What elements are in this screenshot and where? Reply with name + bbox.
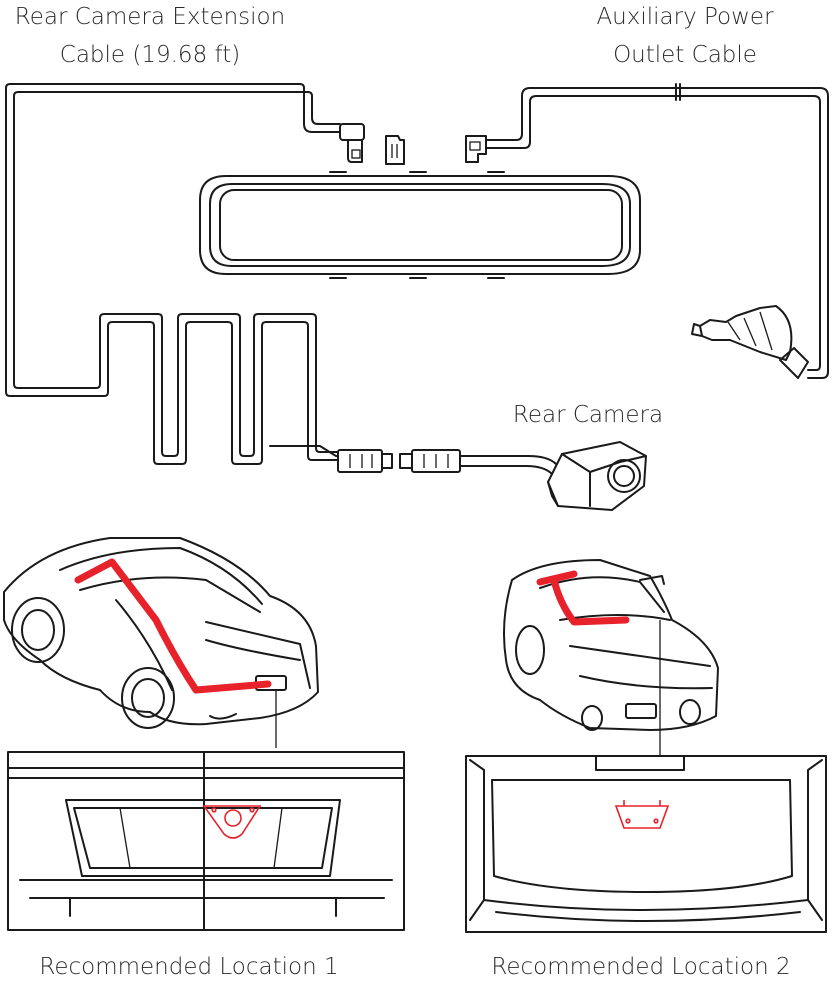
rear-camera-label: Rear Camera bbox=[498, 400, 678, 430]
location-1-detail bbox=[7, 751, 405, 931]
rear-camera-extension-cable bbox=[5, 83, 365, 465]
rear-camera-extension-cable-label: Rear Camera Extension Cable (19.68 ft) bbox=[0, 2, 300, 70]
car-illustration-left bbox=[3, 537, 319, 748]
label-line: Auxiliary Power bbox=[596, 4, 774, 30]
label-line: Recommended Location 1 bbox=[39, 954, 339, 980]
cable-connectors bbox=[269, 445, 557, 475]
car-illustration-right bbox=[503, 559, 719, 756]
auxiliary-power-outlet-cable-label: Auxiliary Power Outlet Cable bbox=[570, 2, 800, 70]
label-line: Cable (19.68 ft) bbox=[59, 42, 241, 68]
rear-camera bbox=[547, 441, 647, 511]
label-line: Rear Camera bbox=[512, 402, 664, 428]
micro-sd-card-icon bbox=[385, 135, 405, 165]
label-line: Rear Camera Extension bbox=[14, 4, 286, 30]
location-2-detail bbox=[465, 755, 827, 933]
rearview-mirror-dashcam bbox=[199, 171, 641, 279]
recommended-location-1-label: Recommended Location 1 bbox=[14, 952, 364, 982]
label-line: Recommended Location 2 bbox=[491, 954, 791, 980]
recommended-location-2-label: Recommended Location 2 bbox=[466, 952, 816, 982]
auxiliary-power-outlet-cable bbox=[465, 83, 829, 379]
label-line: Outlet Cable bbox=[613, 42, 757, 68]
